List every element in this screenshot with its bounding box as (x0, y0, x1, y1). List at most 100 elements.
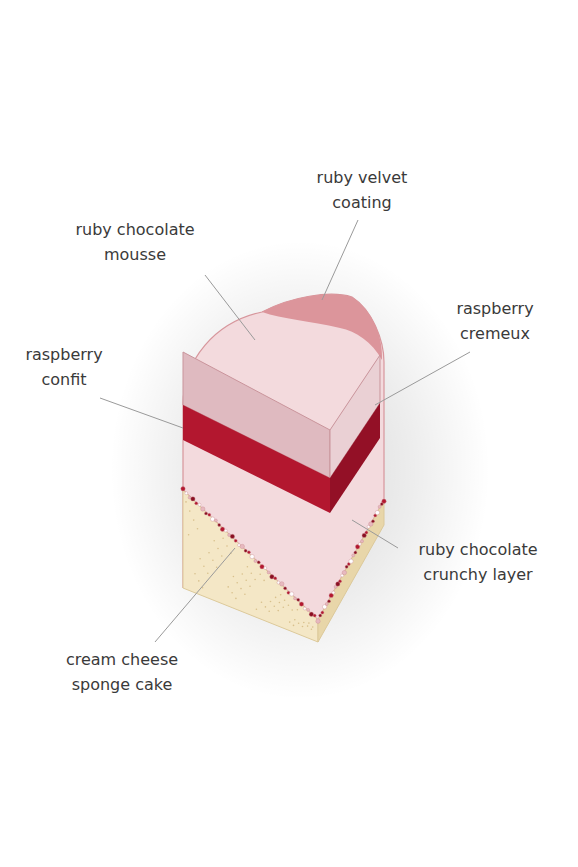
sponge-speck (312, 626, 314, 628)
crunch-dot (210, 517, 214, 521)
crunch-dot (325, 603, 328, 606)
crunch-dot (319, 614, 322, 617)
crunch-dot (185, 492, 188, 495)
sponge-speck (263, 580, 265, 582)
sponge-speck (311, 629, 313, 631)
sponge-speck (217, 548, 219, 550)
sponge-speck (185, 501, 187, 503)
leader-line (100, 398, 183, 428)
crunch-dot (345, 565, 348, 568)
crunch-dot (270, 575, 274, 579)
shadow (110, 240, 490, 700)
sponge-speck (216, 567, 218, 569)
crunch-dot (254, 560, 257, 563)
part-label: raspberry cremeux (439, 296, 551, 346)
sponge-speck (231, 592, 233, 594)
crunch-dot (290, 592, 294, 596)
leader-lines (100, 220, 470, 642)
sponge-speck (247, 566, 249, 568)
sponge-speck (226, 545, 228, 547)
sponge-speck (303, 622, 305, 624)
crunch-dot (332, 591, 335, 594)
crunch-dot (224, 529, 227, 532)
sponge-speck (270, 601, 272, 603)
leader-line (352, 520, 398, 548)
crunch-dot (372, 520, 375, 523)
leader-line (322, 220, 358, 300)
crunch-dot (264, 567, 267, 570)
sponge-speck (194, 573, 196, 575)
crunch-dot (316, 619, 320, 623)
crunch-dot (250, 554, 254, 558)
sponge-speck (233, 576, 235, 578)
crunch-dot (195, 502, 198, 505)
crunch-dot (191, 497, 195, 501)
sponge-speck (279, 602, 281, 604)
sponge-speck (274, 605, 276, 607)
part-label: cream cheese sponge cake (51, 647, 193, 697)
sponge-speck (235, 598, 237, 600)
crunch-dot (375, 510, 379, 514)
crunch-dot (218, 523, 221, 526)
sponge-speck (277, 610, 279, 612)
crunch-dot (220, 527, 224, 531)
sponge-speck (207, 573, 209, 575)
sponge-speck (199, 558, 201, 560)
crunchy-dots (181, 487, 386, 624)
part-label: ruby chocolate mousse (60, 217, 210, 267)
crunch-dot (260, 565, 264, 569)
sponge-speck (265, 606, 267, 608)
crunch-dot (309, 612, 313, 616)
sponge-speck (249, 585, 251, 587)
velvet-coating (262, 294, 382, 360)
crunch-dot (280, 582, 284, 586)
sponge-speck (221, 555, 223, 557)
sponge-speck (284, 599, 286, 601)
crunch-dot (297, 598, 300, 601)
crunch-dot (352, 554, 355, 557)
sponge-speck (251, 572, 253, 574)
sponge-speck (240, 588, 242, 590)
sponge-speck (259, 573, 261, 575)
sponge-speck (188, 534, 190, 536)
part-label: ruby velvet coating (300, 165, 425, 215)
leader-line (375, 352, 470, 405)
confit-side (330, 403, 380, 513)
crunch-dot (234, 539, 237, 542)
confit-front (183, 405, 330, 513)
sponge-speck (254, 579, 256, 581)
crunch-dot (274, 577, 277, 580)
sponge-speck (288, 604, 290, 606)
sponge-speck (297, 609, 299, 611)
sponge-speck (208, 552, 210, 554)
crunch-dot (303, 607, 306, 610)
crunch-dot (354, 551, 357, 554)
sponge-speck (236, 582, 238, 584)
sponge-speck (268, 611, 270, 613)
sponge-speck (289, 621, 291, 623)
crunch-dot (240, 544, 244, 548)
crunch-dot (321, 611, 324, 614)
crunch-dot (313, 614, 316, 617)
sponge-speck (294, 619, 296, 621)
sponge-speck (307, 625, 309, 627)
sponge-speck (302, 626, 304, 628)
crunch-dot (339, 580, 342, 583)
leader-line (205, 275, 255, 340)
sponge-side (318, 500, 384, 642)
sponge-speck (198, 580, 200, 582)
sponge-speck (203, 565, 205, 567)
crunch-dot (342, 570, 346, 574)
part-label: raspberry confit (8, 342, 120, 392)
crunch-dot (244, 549, 247, 552)
crunch-dot (284, 587, 287, 590)
crunch-dot (328, 600, 331, 603)
crunch-dot (198, 503, 201, 506)
leader-line (155, 548, 235, 642)
crunch-dot (299, 602, 303, 606)
sponge-speck (245, 579, 247, 581)
crunch-dot (267, 571, 270, 574)
sponge-speck (244, 593, 246, 595)
